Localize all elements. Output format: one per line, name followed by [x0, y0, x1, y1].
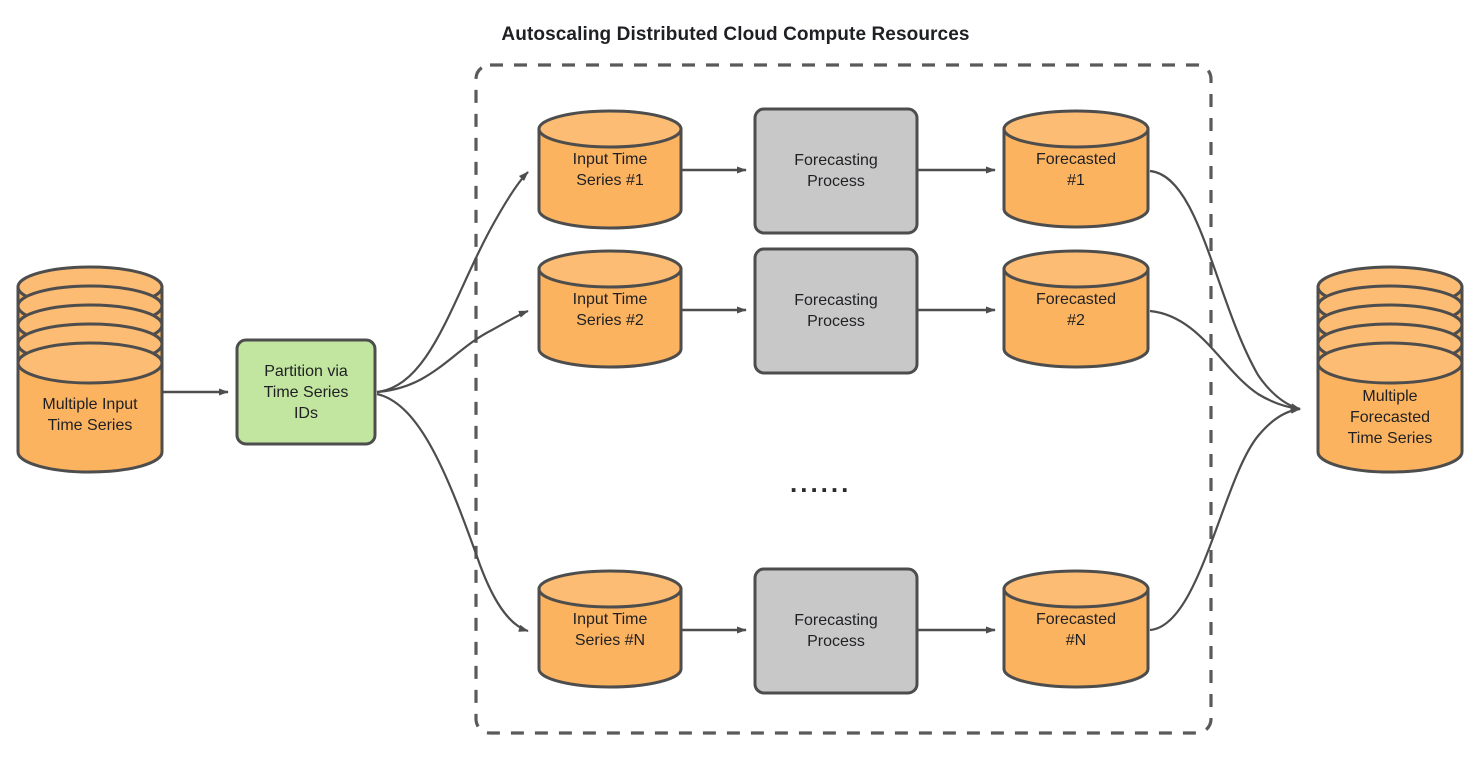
- multiple-input-time-series-cylinder: [16, 265, 164, 474]
- forecasted-2-cylinder: [1002, 249, 1150, 369]
- forecasting-process-1-box[interactable]: [753, 107, 919, 235]
- input-time-series-1-cylinder: [537, 109, 683, 230]
- diagram-title: Autoscaling Distributed Cloud Compute Re…: [501, 24, 970, 45]
- forecasting-process-n-box[interactable]: [753, 567, 919, 695]
- edge-partition-to-input-n: [376, 392, 529, 633]
- multiple-forecasted-time-series-cylinder: [1316, 265, 1464, 474]
- forecasted-1-cylinder: [1002, 109, 1150, 229]
- ellipsis-indicator: ......: [790, 468, 852, 498]
- edge-forecastedn-to-output: [1149, 406, 1301, 632]
- edge-forecasted1-to-output: [1149, 169, 1301, 411]
- forecasted-n-cylinder: [1002, 569, 1150, 689]
- partition-box[interactable]: [235, 338, 377, 446]
- forecasting-process-2-box[interactable]: [753, 247, 919, 375]
- edge-forecasted2-to-output: [1149, 309, 1301, 412]
- input-time-series-2-cylinder: [537, 249, 683, 369]
- input-time-series-n-cylinder: [537, 569, 683, 689]
- edge-partition-to-input-2: [376, 309, 529, 394]
- edge-partition-to-input-1: [376, 171, 529, 394]
